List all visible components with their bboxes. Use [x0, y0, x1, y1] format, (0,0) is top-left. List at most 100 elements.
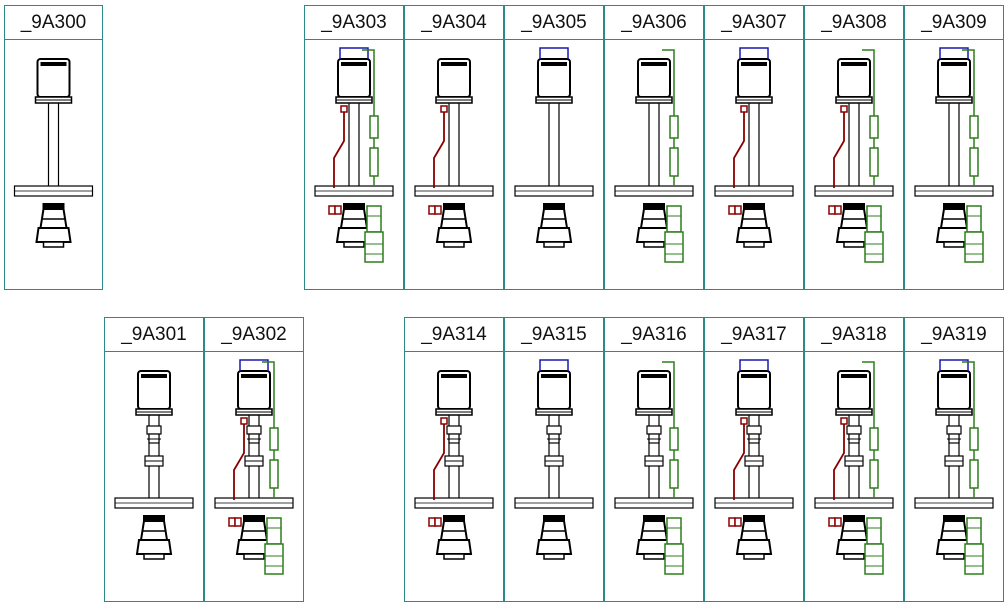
nozzle-skirt	[135, 539, 173, 555]
nozzle-skirt	[435, 539, 473, 555]
nozzle-collar	[543, 515, 565, 521]
green-branch-line	[362, 49, 375, 186]
green-branch-lower-fitting	[269, 459, 279, 489]
red-branch-line	[233, 422, 245, 500]
motor-top-band	[341, 62, 367, 66]
diagram-group	[614, 49, 694, 263]
variant-cell: _9A315	[504, 317, 604, 602]
green-branch-lower-fitting	[969, 147, 979, 177]
variant-label: _9A308	[805, 6, 903, 40]
nozzle-collar	[343, 203, 365, 209]
variant-label: _9A306	[605, 6, 703, 40]
variant-cell: _9A304	[404, 5, 504, 290]
nozzle-collar	[943, 203, 965, 209]
nozzle-skirt	[435, 227, 473, 243]
diagram-group	[514, 47, 594, 248]
nozzle-skirt	[535, 227, 573, 243]
green-manifold-upper	[666, 517, 682, 545]
variant-label: _9A304	[405, 6, 503, 40]
variant-diagram	[914, 359, 994, 575]
diagram-group	[914, 47, 994, 263]
variant-diagram	[13, 58, 94, 248]
red-branch-top-fitting	[740, 417, 748, 425]
valve-block-upper	[546, 425, 562, 435]
nozzle-collar	[843, 515, 865, 521]
nozzle-tip	[243, 553, 265, 560]
diagram-group	[414, 58, 494, 248]
green-manifold-upper	[366, 205, 382, 233]
nozzle-collar	[243, 515, 265, 521]
red-outlet-left	[428, 517, 436, 527]
nozzle-tip	[443, 241, 465, 248]
nozzle-tip	[543, 241, 565, 248]
red-outlet-right	[734, 517, 742, 527]
variant-label: _9A302	[205, 318, 303, 352]
valve-block-upper	[646, 425, 662, 435]
variant-diagram	[414, 370, 494, 560]
green-manifold-lower	[864, 231, 884, 263]
red-outlet-right	[834, 205, 842, 215]
red-outlet-right	[834, 517, 842, 527]
diagram-group	[114, 370, 194, 560]
blue-cap-frame	[939, 47, 969, 59]
nozzle-skirt	[535, 539, 573, 555]
green-branch-upper-fitting	[969, 427, 979, 451]
red-branch-top-fitting	[740, 105, 748, 113]
red-branch-top-fitting	[440, 105, 448, 113]
motor-top-band	[141, 374, 167, 378]
green-branch-line	[962, 49, 975, 186]
red-outlet-left	[428, 205, 436, 215]
red-outlet-left	[228, 517, 236, 527]
green-branch-lower-fitting	[669, 147, 679, 177]
blue-cap-frame	[739, 359, 769, 371]
diagram-group	[214, 359, 294, 575]
variant-label: _9A319	[905, 318, 1003, 352]
green-manifold-upper	[966, 517, 982, 545]
diagram-group	[814, 49, 894, 263]
motor-top-band	[541, 374, 567, 378]
red-branch-line	[833, 422, 845, 500]
valve-block-upper	[946, 425, 962, 435]
nozzle-skirt	[735, 227, 773, 243]
variant-diagram	[814, 49, 894, 263]
valve-block-upper	[746, 425, 762, 435]
motor-top-band	[841, 62, 867, 66]
red-branch-top-fitting	[840, 105, 848, 113]
green-manifold-lower	[664, 543, 684, 575]
green-branch-upper-fitting	[869, 115, 879, 139]
variant-label: _9A314	[405, 318, 503, 352]
nozzle-tip	[843, 553, 865, 560]
green-manifold-lower	[364, 231, 384, 263]
variant-cell: _9A302	[204, 317, 304, 602]
nozzle-tip	[343, 241, 365, 248]
red-outlet-right	[334, 205, 342, 215]
nozzle-skirt	[35, 227, 72, 243]
diagram-group	[514, 359, 594, 560]
diagram-group	[314, 47, 394, 263]
nozzle-collar	[643, 203, 665, 209]
green-manifold-lower	[864, 543, 884, 575]
diagram-group	[714, 47, 794, 248]
green-branch-lower-fitting	[669, 459, 679, 489]
green-branch-lower-fitting	[869, 147, 879, 177]
motor-top-band	[841, 374, 867, 378]
variant-diagram	[714, 359, 794, 560]
variant-cell: _9A303	[304, 5, 404, 290]
red-branch-line	[733, 422, 745, 500]
blue-cap-frame	[339, 47, 369, 59]
green-manifold-upper	[866, 517, 882, 545]
nozzle-tip	[743, 553, 765, 560]
variant-cell: _9A308	[804, 5, 904, 290]
diagram-group	[13, 58, 94, 248]
green-branch-upper-fitting	[369, 115, 379, 139]
green-branch-upper-fitting	[869, 427, 879, 451]
green-branch-lower-fitting	[969, 459, 979, 489]
diagram-group	[414, 370, 494, 560]
red-outlet-right	[434, 205, 442, 215]
motor-top-band	[641, 374, 667, 378]
red-outlet-left	[728, 205, 736, 215]
variant-cell: _9A316	[604, 317, 704, 602]
red-outlet-left	[328, 205, 336, 215]
nozzle-collar	[943, 515, 965, 521]
nozzle-collar	[42, 203, 65, 209]
